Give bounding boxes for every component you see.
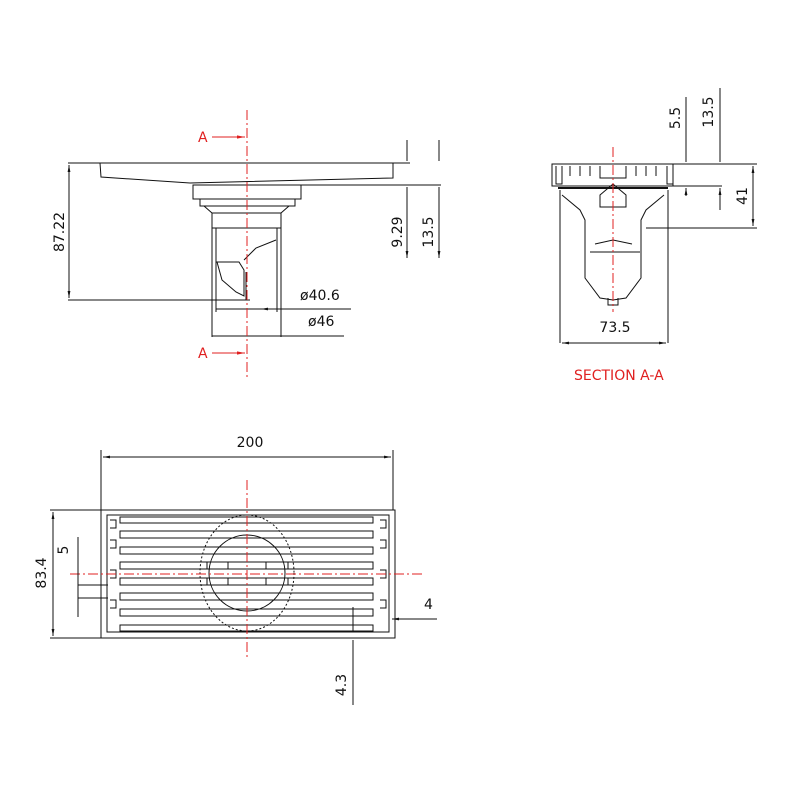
dim-label-height: 87.22 (52, 212, 68, 252)
dim-label-inner-diameter: ø40.6 (300, 288, 340, 304)
dim-label-top-1: 5.5 (668, 107, 684, 129)
plan-view: 200 83.4 5 4 4.3 (34, 435, 437, 705)
dim-label-length: 200 (237, 435, 264, 451)
dim-label-slot-pitch: 5 (56, 546, 72, 555)
dim-label-top-2: 13.5 (701, 96, 717, 127)
dim-label-section-width: 73.5 (599, 320, 630, 336)
side-plate (68, 162, 441, 186)
drain-clips (206, 561, 289, 586)
dim-label-margin-right: 4 (424, 597, 433, 613)
dim-label-outer-diameter: ø46 (308, 314, 334, 330)
section-view: 73.5 41 5.5 13.5 SECTION A-A (551, 88, 757, 384)
section-marker-top: A (198, 130, 208, 146)
side-view: 87.22 ø40.6 ø46 9.29 13.5 A A (52, 110, 441, 378)
section-marker-bottom: A (198, 346, 208, 362)
dim-label-margin-bottom: 4.3 (334, 674, 350, 696)
ext-lines (50, 509, 101, 639)
dim-label-width: 83.4 (34, 557, 50, 588)
section-grate-teeth (555, 166, 673, 185)
ext-lines (100, 450, 394, 510)
side-trap-flap (216, 239, 277, 300)
dim-label-depth-2: 13.5 (421, 216, 437, 247)
dim-label-section-height: 41 (735, 187, 751, 205)
section-title: SECTION A-A (574, 368, 664, 384)
dim-line-slot-pitch (77, 537, 108, 617)
section-core (590, 183, 640, 253)
dim-label-depth-1: 9.29 (390, 216, 406, 247)
drain-circle-outer (199, 514, 295, 632)
